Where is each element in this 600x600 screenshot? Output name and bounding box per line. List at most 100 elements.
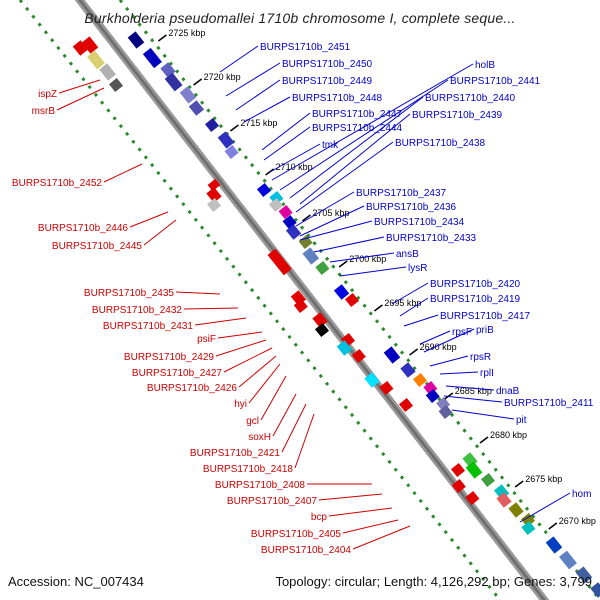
tick-mark xyxy=(338,260,348,268)
forward-gene-label: BURPS1710b_2437 xyxy=(356,188,447,199)
forward-gene-label: BURPS1710b_2439 xyxy=(412,110,503,121)
reverse-leader xyxy=(183,307,239,310)
forward-leader xyxy=(263,126,311,161)
forward-gene-label: BURPS1710b_2449 xyxy=(282,76,373,87)
accession-text: Accession: NC_007434 xyxy=(8,574,144,589)
tick-mark xyxy=(409,348,419,356)
reverse-leader xyxy=(260,375,287,421)
forward-leader xyxy=(243,96,291,123)
gene-block xyxy=(344,292,360,308)
gene-block xyxy=(164,72,183,92)
forward-gene-label: BURPS1710b_2436 xyxy=(366,202,457,213)
gene-features xyxy=(72,31,600,598)
gene-labels: BURPS1710b_2451BURPS1710b_2450BURPS1710b… xyxy=(12,42,594,556)
reverse-leader xyxy=(238,355,277,388)
forward-gene-label: BURPS1710b_2448 xyxy=(292,93,383,104)
forward-gene-label: pit xyxy=(516,415,527,426)
reverse-gene-label: BURPS1710b_2408 xyxy=(215,480,306,491)
reverse-leader xyxy=(318,493,383,501)
forward-gene-label: lysR xyxy=(408,263,427,274)
reverse-leader xyxy=(223,347,273,373)
forward-gene-label: BURPS1710b_2417 xyxy=(440,311,531,322)
reverse-leader xyxy=(248,363,281,404)
forward-gene-label: BURPS1710b_2447 xyxy=(312,109,403,120)
reverse-gene-label: ispZ xyxy=(38,89,57,100)
gene-block xyxy=(217,131,235,149)
forward-leader xyxy=(271,63,474,181)
gene-block xyxy=(508,502,524,518)
tick-label: 2680 kbp xyxy=(490,430,527,440)
tick-label: 2685 kbp xyxy=(455,386,492,396)
reverse-leader xyxy=(217,331,263,339)
forward-leader xyxy=(445,385,495,391)
reverse-gene-label: BURPS1710b_2418 xyxy=(203,464,294,475)
tick-label: 2720 kbp xyxy=(204,72,241,82)
map-title: Burkholderia pseudomallei 1710b chromoso… xyxy=(84,10,516,26)
forward-gene-label: BURPS1710b_2411 xyxy=(504,398,594,409)
reverse-gene-label: BURPS1710b_2427 xyxy=(132,368,223,379)
tick-mark xyxy=(157,34,167,42)
gene-block xyxy=(179,86,197,104)
reverse-leader xyxy=(215,339,267,357)
forward-leader xyxy=(451,409,515,420)
tick-label: 2690 kbp xyxy=(420,342,457,352)
gene-block xyxy=(314,322,330,338)
gene-block xyxy=(302,247,320,265)
gene-block xyxy=(87,50,105,70)
reverse-leader xyxy=(281,403,307,453)
reverse-leader xyxy=(129,211,169,228)
gene-block xyxy=(293,298,308,314)
reverse-gene-label: BURPS1710b_2445 xyxy=(52,241,143,252)
forward-gene-label: tmk xyxy=(322,140,339,151)
reverse-gene-label: BURPS1710b_2405 xyxy=(251,529,342,540)
forward-gene-label: dnaB xyxy=(496,386,520,397)
reverse-gene-label: BURPS1710b_2404 xyxy=(261,545,352,556)
gene-block xyxy=(256,182,272,198)
gene-block xyxy=(351,348,366,364)
forward-leader xyxy=(269,143,321,173)
forward-leader xyxy=(419,330,451,345)
gene-block xyxy=(99,63,116,81)
topology-value: Topology: circular; Length: 4,126,292 bp… xyxy=(275,574,592,589)
forward-leader xyxy=(439,371,479,375)
gene-block xyxy=(412,372,428,388)
gene-block xyxy=(267,248,292,276)
gene-block xyxy=(438,404,453,420)
forward-leader xyxy=(423,328,475,353)
gene-block xyxy=(480,472,496,488)
gene-block xyxy=(364,372,380,388)
gene-block xyxy=(224,144,239,160)
label-leaders xyxy=(56,45,571,550)
gene-block xyxy=(127,31,145,49)
gene-block xyxy=(496,492,512,508)
forward-gene-label: BURPS1710b_2433 xyxy=(386,233,477,244)
forward-gene-label: rplI xyxy=(480,368,494,379)
forward-gene-label: BURPS1710b_2438 xyxy=(395,138,486,149)
tick-label: 2675 kbp xyxy=(525,474,562,484)
reverse-leader xyxy=(58,79,101,94)
outer-dotted-guide xyxy=(18,0,502,600)
gene-block xyxy=(298,234,313,250)
gene-block xyxy=(383,346,401,364)
gene-block xyxy=(206,187,222,203)
topology-text: Topology: circular; Length: 4,126,292 bp… xyxy=(275,574,592,589)
tick-mark xyxy=(229,124,239,132)
gene-block xyxy=(520,512,536,528)
forward-leader xyxy=(399,297,429,317)
tick-label: 2725 kbp xyxy=(168,28,205,38)
forward-leader xyxy=(299,220,373,241)
gene-block xyxy=(206,197,222,213)
tick-label: 2695 kbp xyxy=(384,298,421,308)
forward-gene-label: BURPS1710b_2420 xyxy=(430,279,521,290)
forward-leader xyxy=(299,205,365,237)
gene-block xyxy=(336,340,353,356)
gene-block xyxy=(521,520,536,536)
reverse-gene-label: BURPS1710b_2407 xyxy=(227,496,318,507)
inner-dotted-guide xyxy=(118,0,600,600)
reverse-leader xyxy=(272,393,297,437)
forward-leader xyxy=(329,252,395,263)
tick-label: 2705 kbp xyxy=(312,208,349,218)
forward-leader xyxy=(403,314,439,327)
gene-block xyxy=(315,260,330,276)
reverse-gene-label: BURPS1710b_2435 xyxy=(84,288,175,299)
